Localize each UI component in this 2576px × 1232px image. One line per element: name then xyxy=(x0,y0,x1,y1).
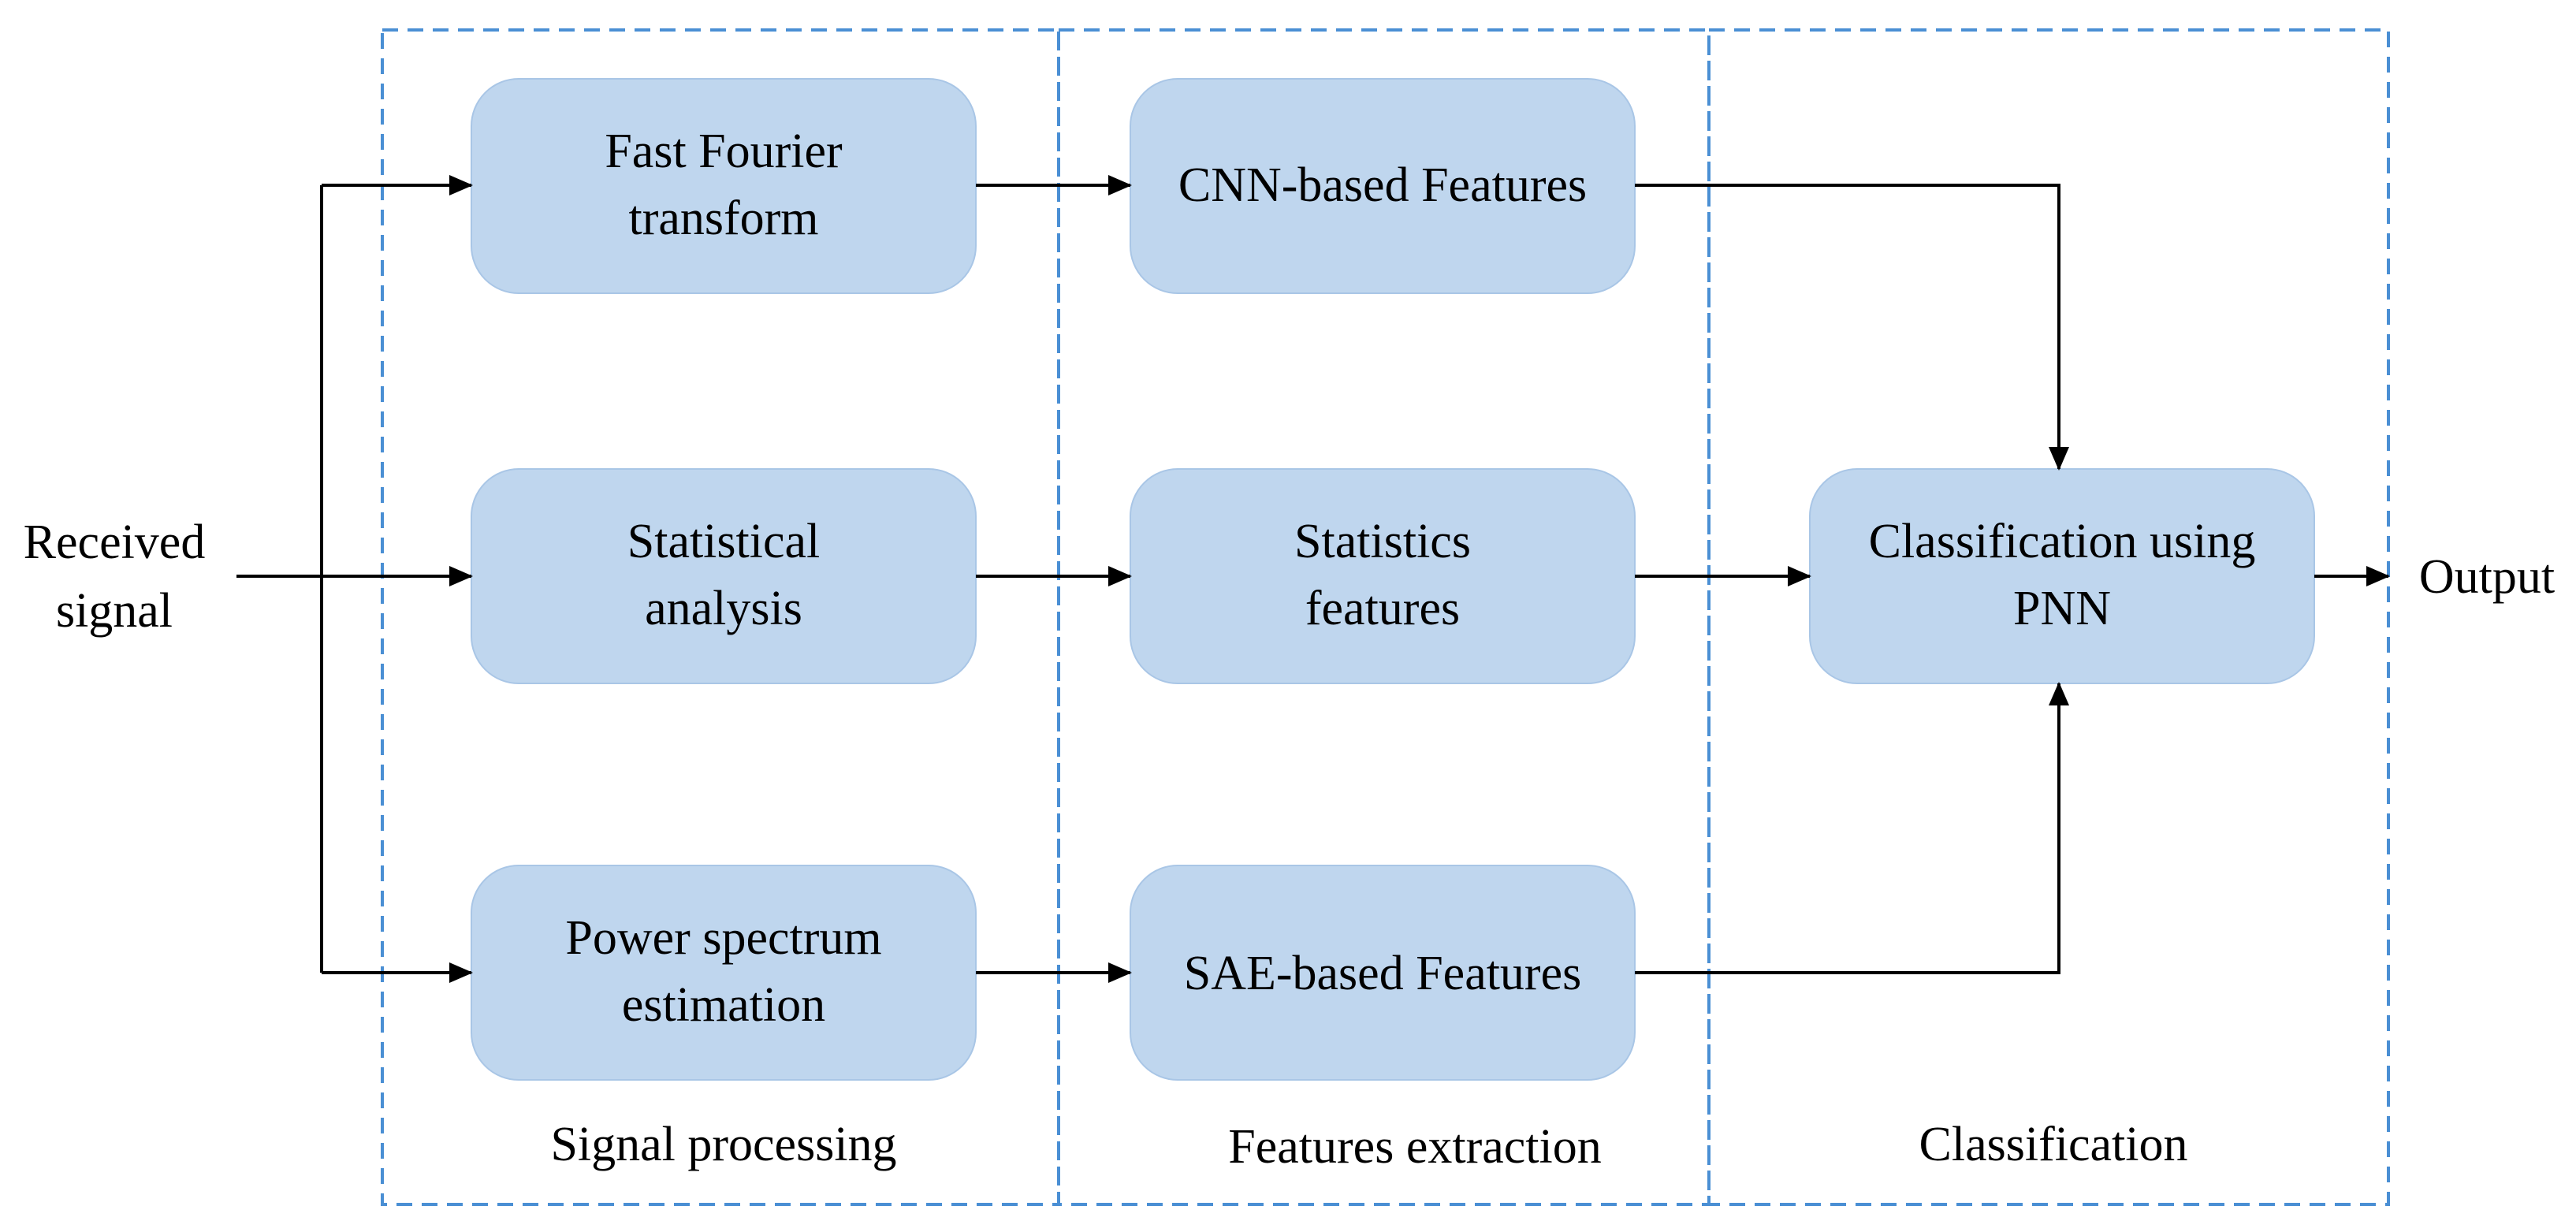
pnn-label-line2: PNN xyxy=(2013,582,2111,635)
pnn-classifier-box xyxy=(1809,468,2315,684)
stage-classification-border xyxy=(1707,28,2390,1206)
statistics-features-label-line1: Statistics xyxy=(1294,515,1471,568)
cnn-features-label: CNN-based Features xyxy=(1178,158,1587,212)
fft-label-line1: Fast Fourier xyxy=(605,125,843,178)
sae-to-pnn-arrow xyxy=(1635,682,2069,974)
stage-borders xyxy=(381,28,2390,1206)
input-label-line2: signal xyxy=(56,584,173,638)
statistical-analysis-box xyxy=(471,468,977,684)
stage-features-extraction-label: Features extraction xyxy=(1228,1120,1601,1174)
statistics-features-label-line2: features xyxy=(1305,582,1460,635)
statistical-analysis-label-line1: Statistical xyxy=(627,515,821,568)
statistics-features-box xyxy=(1130,468,1636,684)
pnn-label-line1: Classification using xyxy=(1869,515,2256,568)
power-spectrum-label-line1: Power spectrum xyxy=(565,911,881,965)
stage-signal-processing-label: Signal processing xyxy=(550,1118,896,1171)
fft-box xyxy=(471,78,977,294)
fft-label-line2: transform xyxy=(628,192,818,245)
power-spectrum-box xyxy=(471,865,977,1081)
power-spectrum-label-line2: estimation xyxy=(622,978,825,1032)
stage-classification-label: Classification xyxy=(1919,1118,2188,1171)
input-label-line1: Received xyxy=(24,516,206,569)
connectors xyxy=(236,175,2390,983)
output-label: Output xyxy=(2419,550,2555,604)
statistical-analysis-label-line2: analysis xyxy=(645,582,802,635)
sae-features-label: SAE-based Features xyxy=(1184,947,1581,1000)
cnn-to-pnn-arrow xyxy=(1635,184,2069,471)
stage-features-extraction-border xyxy=(1057,28,1711,1206)
